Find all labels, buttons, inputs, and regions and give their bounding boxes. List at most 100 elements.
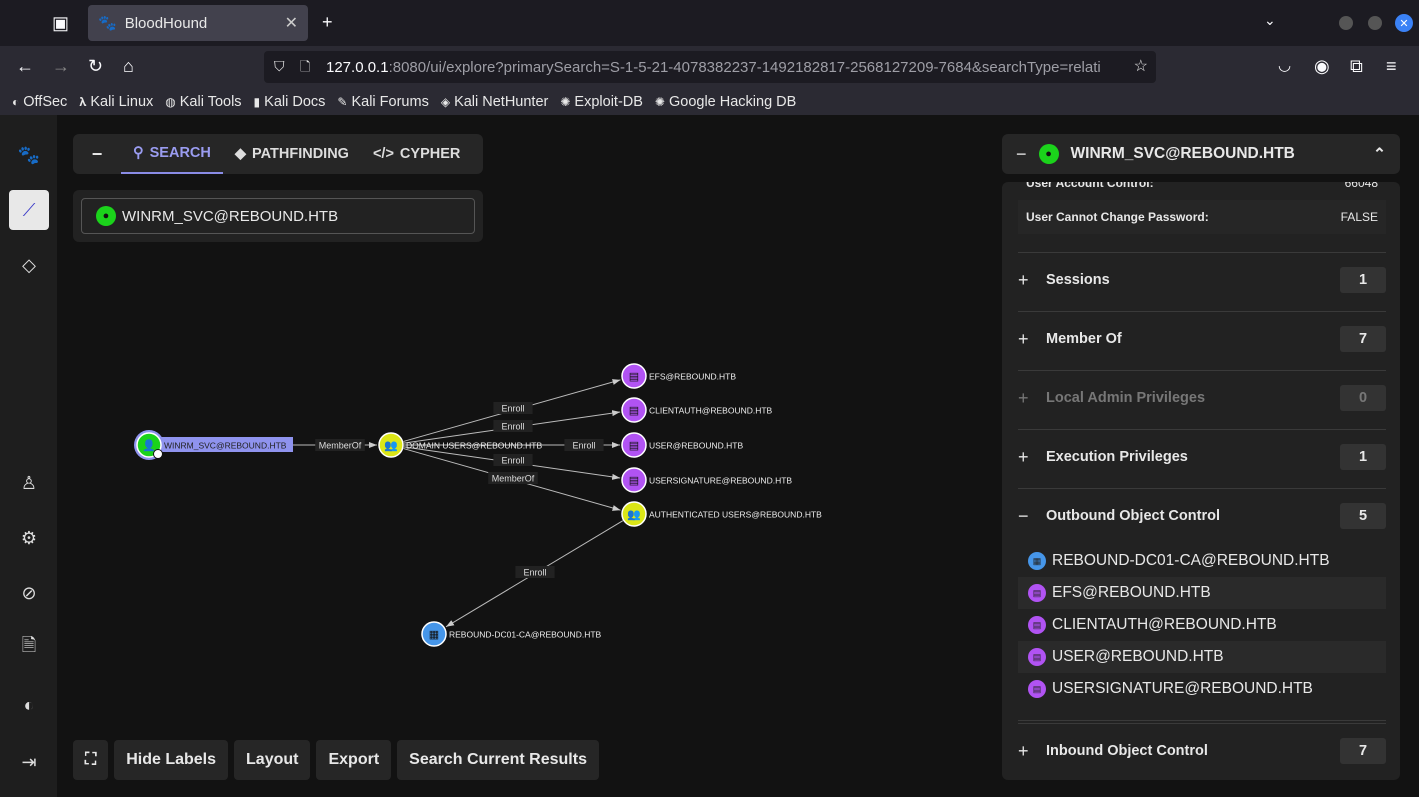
edge-label[interactable]: Enroll [515,566,555,578]
certtemplate-icon: ▤ [629,440,639,452]
export-button[interactable]: Export [316,740,392,780]
edge-label[interactable]: MemberOf [315,439,365,451]
chevrons-up-icon[interactable]: ⌃ [1373,145,1386,163]
logout-icon[interactable]: ⇥ [21,751,37,772]
tab-pathfinding[interactable]: ◆PATHFINDING [223,134,361,174]
layout-button[interactable]: Layout [234,740,311,780]
bookmark-item[interactable]: ✺Exploit-DB [560,94,643,110]
home-icon[interactable]: ⌂ [123,56,134,76]
search-current-results-button[interactable]: Search Current Results [397,740,599,780]
graph-node-user[interactable]: 👤WINRM_SVC@REBOUND.HTB [134,430,293,460]
back-icon[interactable]: ← [16,56,34,76]
edge-label-text: Enroll [501,456,524,466]
bookmark-item[interactable]: ✺Google Hacking DB [655,94,796,110]
expand-icon: + [1018,740,1029,761]
close-tab-icon[interactable]: ✕ [284,15,298,32]
node-label: EFS@REBOUND.HTB [649,372,736,382]
edge-label-text: Enroll [501,404,524,414]
graph-node-group[interactable]: 👥DOMAIN USERS@REBOUND.HTB [378,432,542,458]
group-icon: 👥 [627,509,641,521]
forward-icon[interactable]: → [52,56,70,76]
graph-node-certtemplate[interactable]: ▤USERSIGNATURE@REBOUND.HTB [621,467,792,493]
bookmark-icon: ▮ [253,94,261,109]
graph-node-enterpriseca[interactable]: ▦REBOUND-DC01-CA@REBOUND.HTB [421,621,602,647]
node-label: USER@REBOUND.HTB [649,441,743,451]
bookmark-icon: ◈ [440,94,451,109]
bookmark-label: Kali Forums [351,93,429,110]
collapse-panel-icon[interactable]: − [1016,143,1027,164]
outbound-item[interactable]: ▦REBOUND-DC01-CA@REBOUND.HTB [1018,545,1386,577]
divider [1018,311,1386,312]
outbound-item[interactable]: ▤USER@REBOUND.HTB [1018,641,1386,673]
outbound-item[interactable]: ▤EFS@REBOUND.HTB [1018,577,1386,609]
gem-icon[interactable]: ◇ [22,254,36,275]
search-input[interactable]: ●WINRM_SVC@REBOUND.HTB [81,198,475,234]
edge-label[interactable]: MemberOf [488,472,538,484]
maximize-button[interactable] [1368,16,1382,30]
outbound-item[interactable]: ▤USERSIGNATURE@REBOUND.HTB [1018,673,1386,705]
bookmark-item[interactable]: ◍Kali Tools [165,94,241,110]
section-count: 7 [1340,738,1386,764]
code-icon: </> [372,146,394,162]
certtemplate-icon: ▤ [629,371,639,383]
graph-node-certtemplate[interactable]: ▤CLIENTAUTH@REBOUND.HTB [621,397,773,423]
extensions-icon[interactable]: ⧉ [1350,56,1363,76]
url-bar[interactable]: ⛉ 🗋 127.0.0.1:8080/ui/explore?primarySea… [264,51,1156,83]
edge-label[interactable]: Enroll [493,454,533,466]
outbound-item[interactable]: ▤CLIENTAUTH@REBOUND.HTB [1018,609,1386,641]
user-settings-icon[interactable]: ⚙ [20,527,38,548]
theme-toggle-icon[interactable]: ◐ [23,694,35,715]
bookmark-item[interactable]: ▮Kali Docs [254,94,326,110]
explore-icon[interactable]: ⟋ [9,190,49,230]
pocket-icon[interactable]: ◡ [1278,57,1292,74]
edge-label[interactable]: Enroll [493,420,533,432]
browser-tab[interactable]: 🐾 BloodHound ✕ [88,5,308,41]
tab-overview-icon[interactable]: ▣ [52,13,70,33]
bookmark-star-icon[interactable]: ☆ [1133,58,1148,75]
explore-tabs: − ⚲SEARCH ◆PATHFINDING </>CYPHER [73,134,483,174]
section-label: Execution Privileges [1046,449,1188,465]
bookmark-label: Google Hacking DB [668,93,797,110]
compass-icon[interactable]: ⊘ [21,582,37,603]
close-window-button[interactable]: ✕ [1395,14,1413,32]
tab-search[interactable]: ⚲SEARCH [121,134,223,174]
bookmark-label: OffSec [23,93,68,110]
tab-title: BloodHound [124,14,208,32]
minimize-button[interactable] [1339,16,1353,30]
node-label: USERSIGNATURE@REBOUND.HTB [649,476,792,486]
bookmark-label: Exploit-DB [574,93,643,110]
crop-button[interactable]: ⛶ [73,740,109,780]
menu-icon[interactable]: ≡ [1386,56,1397,76]
graph-node-certtemplate[interactable]: ▤ EFS@REBOUND.HTB [621,363,736,389]
graph-node-certtemplate[interactable]: ▤ USER@REBOUND.HTB [621,432,743,458]
url-text[interactable]: 127.0.0.1:8080/ui/explore?primarySearch=… [326,51,1116,83]
chevron-down-icon[interactable]: ⌄ [1264,12,1276,28]
node-label: CLIENTAUTH@REBOUND.HTB [649,406,773,416]
graph-node-group[interactable]: 👥AUTHENTICATED USERS@REBOUND.HTB [621,501,822,527]
tab-cypher[interactable]: </>CYPHER [361,134,472,174]
account-icon[interactable]: ◉ [1314,56,1330,76]
hide-labels-button[interactable]: Hide Labels [114,740,229,780]
crop-icon: ⛶ [85,751,97,768]
bookmark-item[interactable]: ✎Kali Forums [337,94,428,110]
bookmark-item[interactable]: ◐OffSec [12,94,67,110]
file-search-icon[interactable]: 🗎 [21,635,37,655]
user-icon[interactable]: ♙ [20,472,38,493]
node-label: REBOUND-DC01-CA@REBOUND.HTB [449,630,602,640]
prop-row: User Account Control:66048 [1018,182,1386,200]
collapse-icon[interactable]: − [91,143,103,164]
reload-icon[interactable]: ↻ [88,56,104,76]
bookmark-item[interactable]: ◈Kali NetHunter [441,94,549,110]
graph-canvas[interactable]: MemberOfEnrollEnrollEnrollEnrollMemberOf… [0,0,1000,797]
shield-icon[interactable]: ⛉ [274,58,285,74]
edge-label[interactable]: Enroll [564,439,604,451]
new-tab-icon[interactable]: + [322,12,333,32]
edge-label[interactable]: Enroll [493,402,533,414]
